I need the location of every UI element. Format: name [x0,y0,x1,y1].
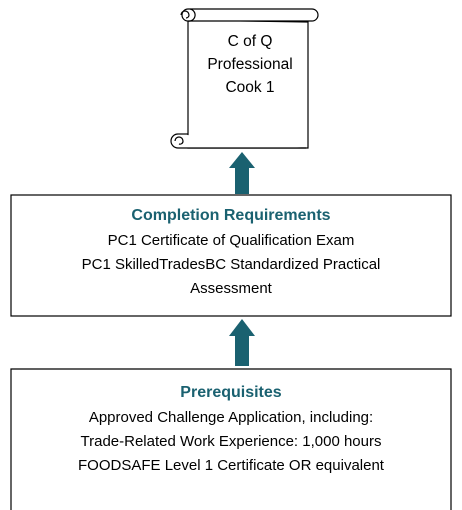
prerequisites-line: Trade-Related Work Experience: 1,000 hou… [80,433,382,450]
prerequisites-line: Approved Challenge Application, includin… [88,409,374,426]
completion-title: Completion Requirements [131,207,331,224]
certificate-label: C of Q Professional Cook 1 [185,30,315,99]
scroll-bottom-curl [170,133,306,149]
completion-box [10,194,452,317]
arrow-to-certificate [229,152,255,194]
arrow-to-completion [229,319,255,366]
prerequisites-title: Prerequisites [180,384,282,401]
certificate-line: Cook 1 [225,79,275,96]
scroll-top-curl [181,8,319,22]
completion-line: PC1 Certificate of Qualification Exam [107,232,355,249]
certificate-line: C of Q [227,33,273,50]
completion-line: Assessment [190,280,272,297]
prerequisites-content: Prerequisites Approved Challenge Applica… [12,380,450,478]
prerequisites-box [10,368,452,510]
certificate-line: Professional [207,56,293,73]
completion-line: PC1 SkilledTradesBC Standardized Practic… [81,256,381,273]
certificate-scroll [170,8,319,149]
prerequisites-line: FOODSAFE Level 1 Certificate OR equivale… [78,457,384,474]
completion-content: Completion Requirements PC1 Certificate … [12,203,450,301]
